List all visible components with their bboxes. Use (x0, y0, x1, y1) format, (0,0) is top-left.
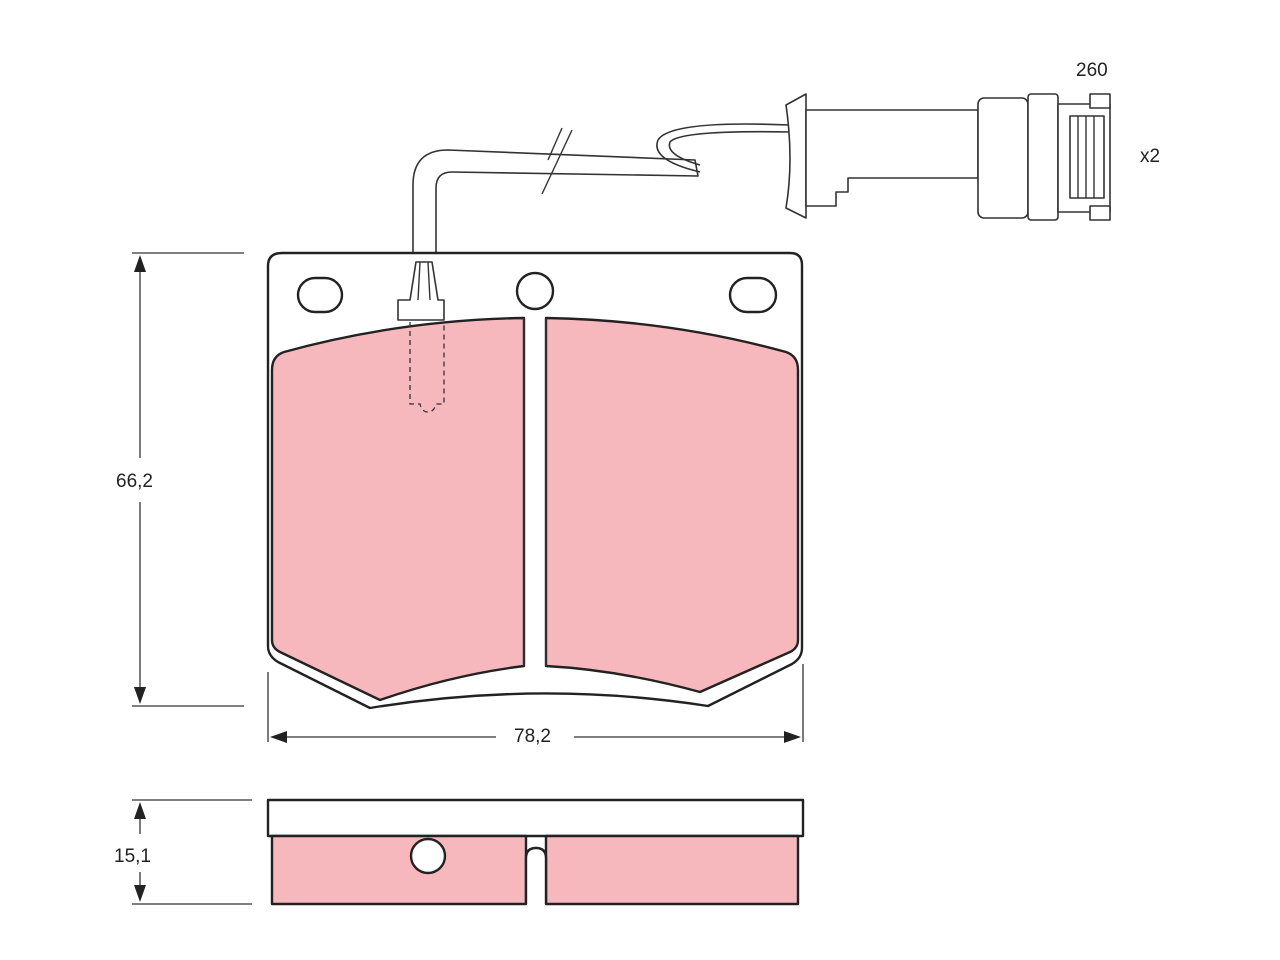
friction-material-right (544, 316, 800, 694)
side-friction-right (544, 834, 800, 906)
connector-pin-grill (1069, 115, 1105, 199)
brake-pad-front-view (266, 251, 804, 710)
cable-grommet (785, 93, 807, 219)
side-friction-left (270, 834, 528, 906)
thickness-dimension (132, 799, 252, 905)
sensor-wire-loop-inner (668, 130, 791, 166)
side-backing-plate (266, 798, 805, 838)
connector-body (977, 97, 1029, 219)
thickness-dimension-label: 15,1 (114, 846, 151, 867)
sensor-clip (397, 261, 445, 321)
friction-material-left (270, 316, 526, 702)
connector-tab-bottom (1089, 205, 1111, 221)
cable-break-mark (547, 127, 563, 161)
width-dimension (267, 664, 804, 743)
quantity-label: x2 (1140, 146, 1160, 167)
sensor-wire-loop (656, 123, 791, 173)
mounting-hole-right (728, 276, 778, 314)
sensor-cable (412, 149, 699, 262)
height-dimension (132, 252, 244, 707)
brake-pad-side-view (266, 798, 805, 906)
wear-sensor-assembly (412, 93, 1111, 262)
connector-tab-top (1089, 93, 1111, 109)
mounting-hole-center (515, 271, 555, 311)
wire-length-label: 260 (1076, 60, 1108, 81)
embedded-sensor-hidden (409, 322, 445, 413)
connector-cable-sheath (805, 109, 979, 207)
mounting-hole-left (296, 276, 344, 314)
connector-collar (1027, 93, 1059, 221)
height-dimension-label: 66,2 (116, 471, 153, 492)
side-slot (524, 846, 548, 904)
width-dimension-label: 78,2 (514, 726, 551, 747)
side-sensor-hole (409, 837, 447, 875)
cable-break-mark (541, 129, 573, 195)
